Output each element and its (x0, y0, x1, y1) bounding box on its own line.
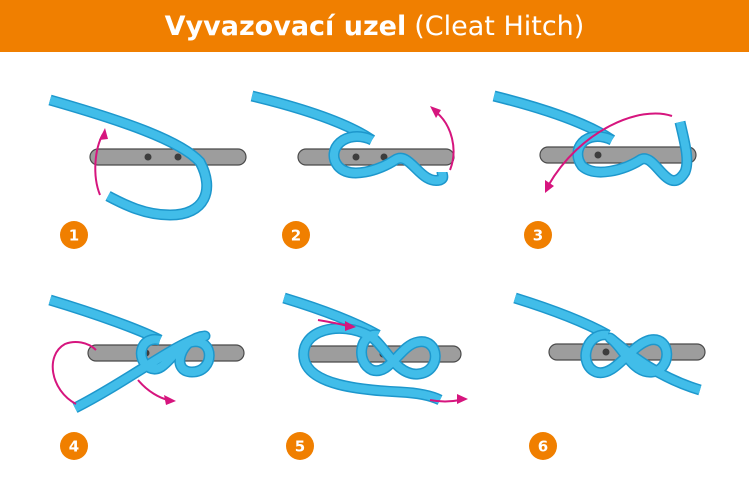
rope (48, 96, 211, 219)
direction-arrow (547, 112, 673, 187)
rope (48, 296, 162, 344)
rope (582, 330, 702, 394)
step-6-diagram: 6 (513, 292, 706, 460)
cleat (89, 148, 247, 166)
rope (329, 132, 447, 185)
step-badge (524, 221, 552, 249)
rope (573, 121, 691, 185)
cleat (297, 148, 455, 166)
cleat-hole (174, 153, 182, 161)
direction-arrow (51, 341, 97, 405)
title-czech: Vyvazovací uzel (164, 10, 407, 42)
step-3-diagram: 3 (492, 90, 697, 249)
cleat (539, 146, 697, 164)
step-badge (60, 432, 88, 460)
step-badge (529, 432, 557, 460)
cleat-hole (352, 153, 360, 161)
arrowhead-icon (457, 394, 468, 404)
cleat-hole (380, 153, 388, 161)
arrowhead-icon (430, 106, 441, 118)
cleat-hole (594, 151, 602, 159)
step-5-diagram: 5 (282, 292, 468, 460)
step-number: 6 (538, 438, 548, 456)
title-banner: Vyvazovací uzel (Cleat Hitch) (0, 0, 749, 52)
arrowhead-icon (164, 395, 176, 405)
direction-arrow (137, 379, 169, 401)
step-2-diagram: 2 (250, 90, 455, 249)
direction-arrow (435, 111, 455, 171)
title-english: (Cleat Hitch) (414, 10, 585, 42)
step-number: 4 (69, 438, 79, 456)
cleat-hole (144, 153, 152, 161)
step-badge (282, 221, 310, 249)
step-number: 2 (291, 227, 301, 245)
arrowhead-icon (99, 128, 108, 140)
step-4-diagram: 4 (48, 294, 245, 460)
cleat-hole (602, 348, 610, 356)
arrowhead-icon (345, 321, 356, 331)
arrowhead-icon (545, 180, 554, 193)
step-number: 5 (295, 438, 305, 456)
step-number: 1 (69, 227, 79, 245)
step-number: 3 (533, 227, 543, 245)
rope (73, 332, 214, 412)
cleat-hitch-steps: 1 2 3 4 (48, 90, 706, 460)
rope (513, 294, 610, 339)
rope (299, 324, 442, 404)
step-1-diagram: 1 (48, 94, 247, 249)
step-badge (286, 432, 314, 460)
direction-arrow (429, 399, 461, 403)
step-badge (60, 221, 88, 249)
